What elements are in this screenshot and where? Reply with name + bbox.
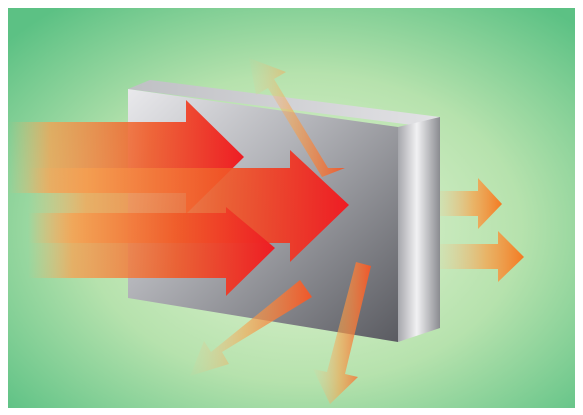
slab-side-face xyxy=(398,117,440,342)
incoming-arrow-lower xyxy=(28,207,275,296)
reflected-arrow-down-left xyxy=(190,280,312,376)
transmitted-arrow-upper xyxy=(438,178,502,229)
reflected-arrow-up xyxy=(249,58,345,177)
transmitted-arrow-lower xyxy=(440,231,524,282)
reflected-arrow-down xyxy=(313,262,371,404)
